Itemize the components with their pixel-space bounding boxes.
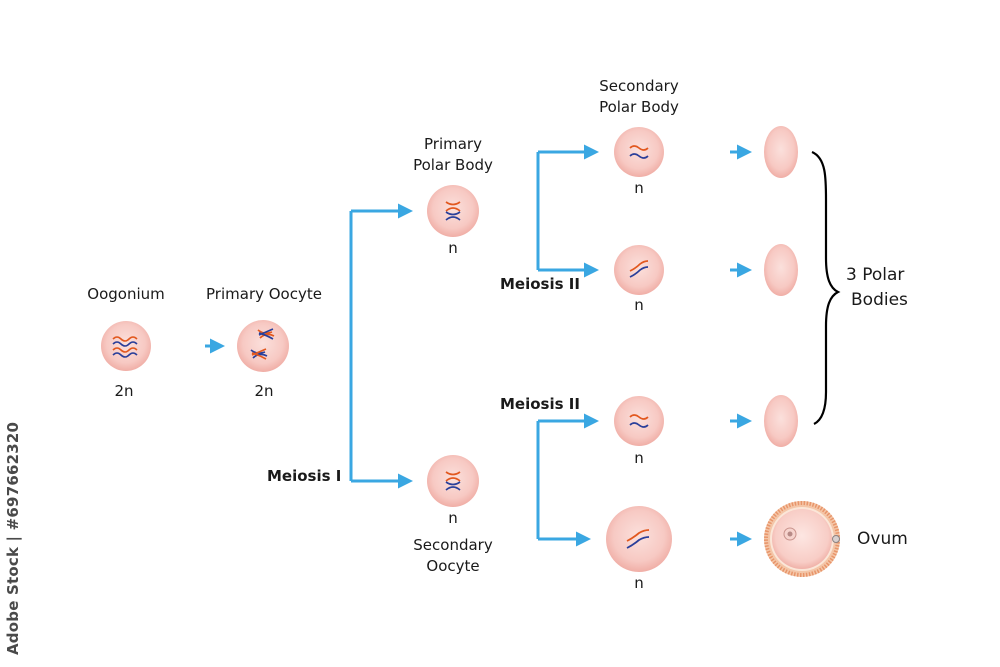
ovum-cell <box>764 501 840 577</box>
final-polar-body-2 <box>764 244 798 296</box>
polar-body-cell-3 <box>614 396 664 446</box>
polar-body-2-ploidy: n <box>634 296 644 314</box>
primary-oocyte-label: Primary Oocyte <box>206 285 322 303</box>
secondary-oocyte-label-line1: Secondary <box>413 536 493 554</box>
polar-body-cell-2 <box>614 245 664 295</box>
secondary-polar-body-label-line2: Polar Body <box>599 98 679 116</box>
ovum-label: Ovum <box>857 529 908 549</box>
ovum-polar-body <box>832 535 840 543</box>
polar-body-3-ploidy: n <box>634 449 644 467</box>
secondary-oocyte-label-line2: Oocyte <box>426 557 480 575</box>
oogonium-cell <box>101 321 151 371</box>
meiosis-2-label-upper: Meiosis II <box>500 275 580 293</box>
primary-polar-body-cell <box>427 185 479 237</box>
secondary-polar-body-ploidy: n <box>634 179 644 197</box>
secondary-polar-body-cell <box>614 127 664 177</box>
primary-polar-body-ploidy: n <box>448 239 458 257</box>
final-polar-body-1 <box>764 126 798 178</box>
primary-polar-body-label-line1: Primary <box>424 135 482 153</box>
polar-bodies-label-line2: Bodies <box>851 290 908 310</box>
polar-bodies-label-line1: 3 Polar <box>846 265 905 285</box>
secondary-oocyte-ploidy: n <box>448 509 458 527</box>
primary-oocyte-cell <box>237 320 289 372</box>
ootid-cell <box>606 506 672 572</box>
stock-watermark: Adobe Stock | #697662320 <box>4 421 22 655</box>
connector-lines <box>165 144 752 547</box>
oogonium-label: Oogonium <box>87 285 165 303</box>
ootid-ploidy: n <box>634 574 644 592</box>
secondary-polar-body-label-line1: Secondary <box>599 77 679 95</box>
meiosis-1-label: Meiosis I <box>267 467 342 485</box>
meiosis-2-label-lower: Meiosis II <box>500 395 580 413</box>
final-polar-body-3 <box>764 395 798 447</box>
primary-polar-body-label-line2: Polar Body <box>413 156 493 174</box>
polar-bodies-brace <box>811 150 841 425</box>
oogonium-ploidy: 2n <box>114 382 134 400</box>
primary-oocyte-ploidy: 2n <box>254 382 274 400</box>
secondary-oocyte-cell <box>427 455 479 507</box>
